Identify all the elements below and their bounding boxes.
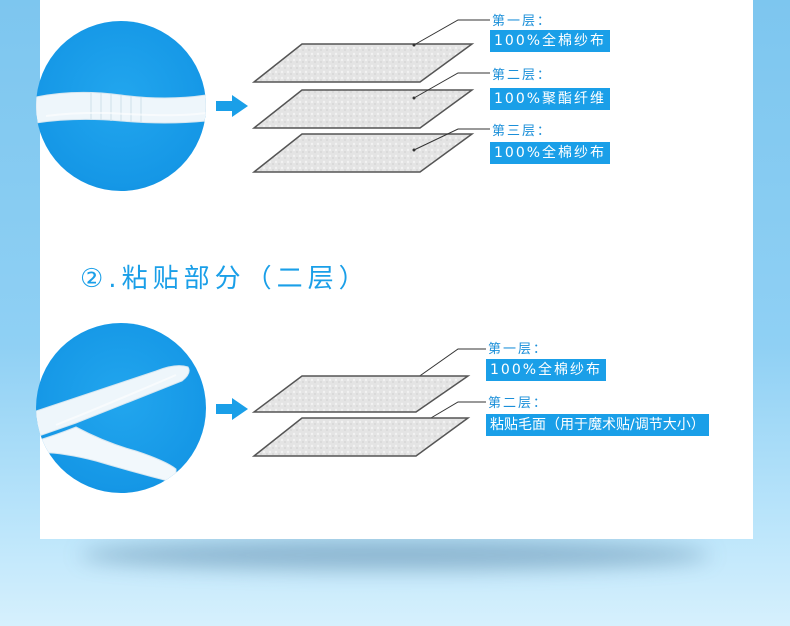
right-arrow-icon <box>216 95 248 117</box>
layer-label: 第一层： <box>492 14 553 29</box>
layer-material: 100%全棉纱布 <box>490 142 611 164</box>
layer-material: 100%全棉纱布 <box>486 359 607 381</box>
product-photo-strap <box>36 21 206 191</box>
fabric-layer-2 <box>251 89 475 129</box>
adhesive-layers-diagram <box>251 375 471 457</box>
layer-material: 粘贴毛面（用于魔术贴/调节大小） <box>486 414 709 436</box>
layer-label: 第二层： <box>492 68 553 83</box>
layer-label: 第二层： <box>488 396 549 411</box>
panel-shadow <box>80 540 710 570</box>
section-title: ②.粘贴部分（二层） <box>80 264 370 294</box>
strap-image <box>36 91 206 124</box>
layer-material: 100%聚酯纤维 <box>490 88 611 110</box>
layer-label: 第一层： <box>488 342 549 357</box>
fabric-layers-diagram <box>251 43 475 173</box>
layer-material: 100%全棉纱布 <box>490 30 611 52</box>
right-arrow-icon <box>216 398 248 420</box>
adhesive-layer-1 <box>251 375 471 413</box>
adhesive-layer-2 <box>251 417 471 457</box>
fabric-layer-3 <box>251 133 475 173</box>
product-photo-adhesive-strap <box>36 323 206 493</box>
layer-label: 第三层： <box>492 124 553 139</box>
adhesive-strap-image <box>36 365 190 484</box>
